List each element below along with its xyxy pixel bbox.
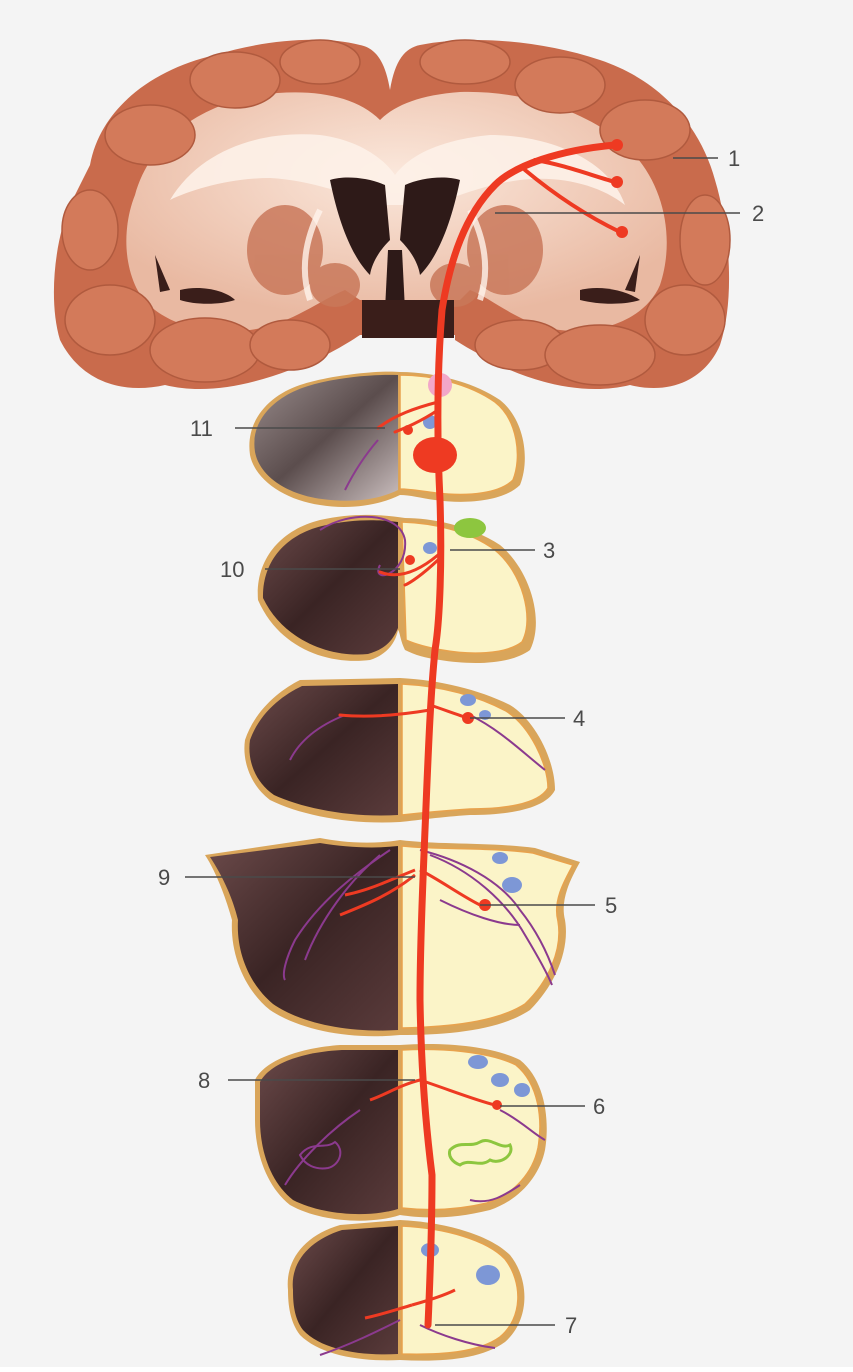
lower-pons-blue-nucleus-2 xyxy=(502,877,522,893)
mid-pons-blue-nucleus xyxy=(460,694,476,706)
label-7: 7 xyxy=(565,1313,577,1338)
label-10: 10 xyxy=(220,557,244,582)
label-9: 9 xyxy=(158,865,170,890)
label-11: 11 xyxy=(190,416,213,441)
midbrain-section xyxy=(249,372,524,507)
label-1: 1 xyxy=(728,146,740,171)
label-6: 6 xyxy=(593,1094,605,1119)
midbrain-node xyxy=(403,425,413,435)
cortical-node-1 xyxy=(611,139,623,151)
cerebrum-coronal-section xyxy=(54,40,730,389)
label-4: 4 xyxy=(573,706,585,731)
cortical-node-2 xyxy=(611,176,623,188)
lower-pons-blue-nucleus xyxy=(492,852,508,864)
upper-pons-node xyxy=(405,555,415,565)
label-5: 5 xyxy=(605,893,617,918)
upper-pons-blue-nucleus xyxy=(423,542,437,554)
label-3: 3 xyxy=(543,538,555,563)
cortical-node-3 xyxy=(616,226,628,238)
label-8: 8 xyxy=(198,1068,210,1093)
label-2: 2 xyxy=(752,201,764,226)
upper-pons-green-nucleus xyxy=(454,518,486,538)
upper-medulla-section xyxy=(255,1044,547,1221)
lower-medulla-section xyxy=(288,1220,525,1361)
upper-medulla-node xyxy=(492,1100,502,1110)
